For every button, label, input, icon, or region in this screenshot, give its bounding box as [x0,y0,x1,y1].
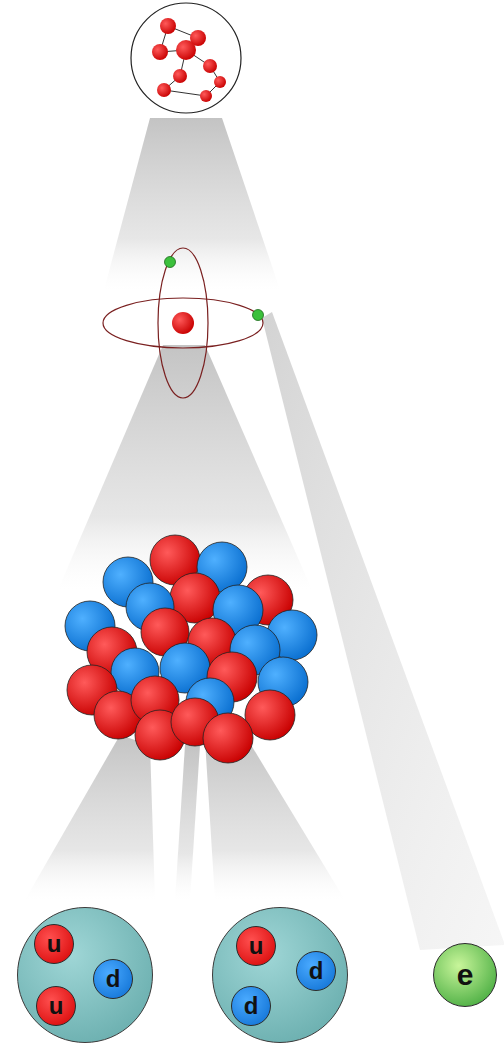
atom-electron [253,310,264,321]
atom-electron [165,257,176,268]
electron-circle: e [433,943,497,1007]
particle-symbol: u [49,994,64,1018]
quark-circle: d [296,951,336,991]
proton-circle: u u d [17,907,153,1043]
zoom-cone [25,735,155,900]
molecule-circle [131,3,241,113]
particle-symbol: d [244,994,259,1018]
quark-circle: u [236,926,276,966]
particle-symbol: d [309,959,324,983]
nucleus-cluster [65,535,317,763]
particle-symbol: u [47,932,62,956]
atom-nucleus [172,312,194,334]
zoom-cone [58,345,312,590]
molecule-atoms [152,18,226,102]
quark-circle: d [93,959,133,999]
zoom-cone [175,745,200,900]
particle-symbol: e [457,960,474,990]
particle-symbol: u [249,934,264,958]
neutron-circle: u d d [212,907,348,1043]
quark-circle: u [34,924,74,964]
quark-circle: u [36,986,76,1026]
quark-circle: d [231,986,271,1026]
atom-orbits [103,248,263,398]
particle-symbol: d [106,967,121,991]
zoom-cone [104,118,280,290]
